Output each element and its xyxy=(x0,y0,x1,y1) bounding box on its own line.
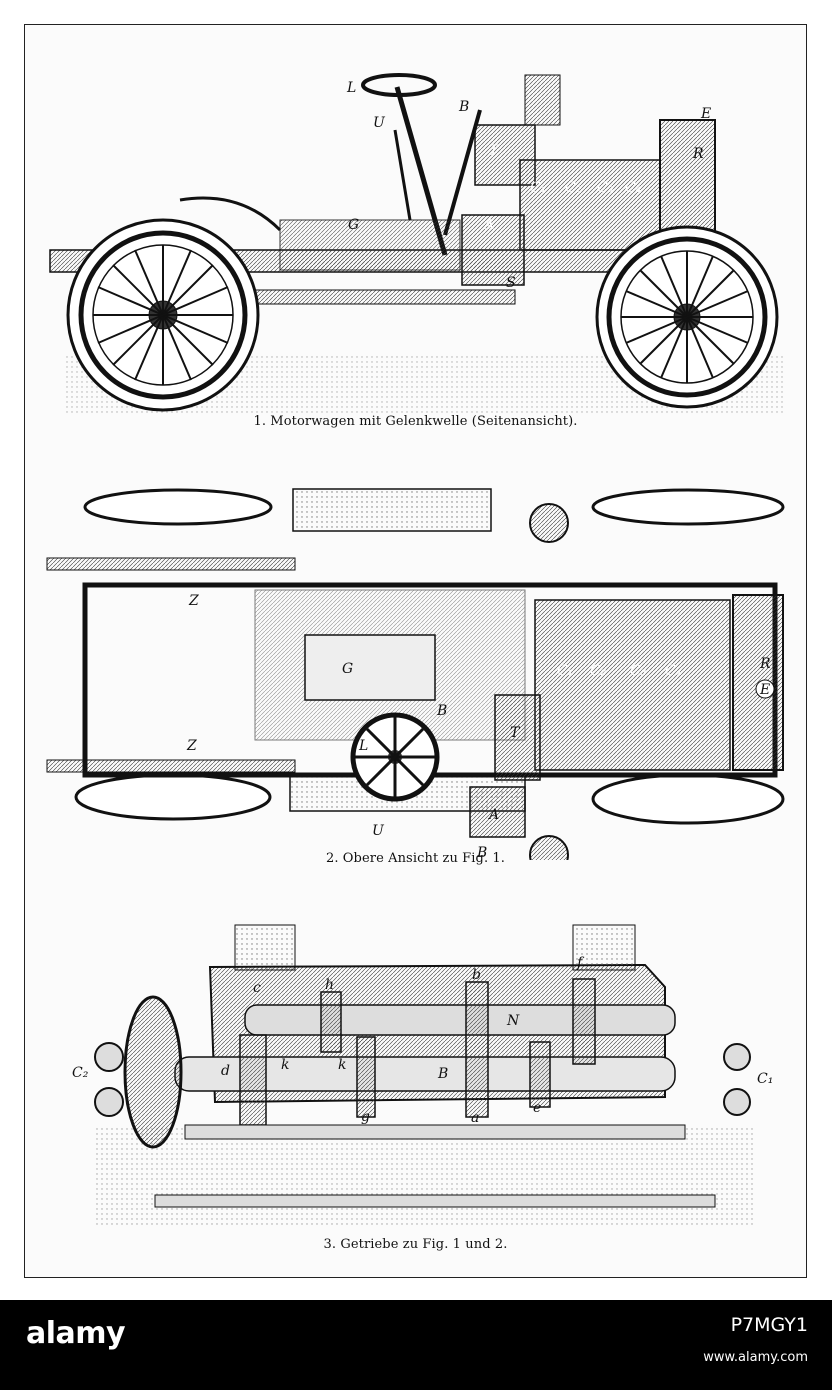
figure-2-top-view: Z Z G L T A U B B R E C₁ C₂ C₃ C₄ xyxy=(25,475,806,860)
label-B-lower: B xyxy=(476,845,487,860)
figure-1-drawing: L U B E R T A G S C₁ C₂ C₃ C₄ xyxy=(49,73,785,415)
label-R: R xyxy=(759,656,771,672)
label-b: b xyxy=(472,967,481,983)
figure-3-drawing: C₂ C₁ c h b f N d k k B g a e xyxy=(72,924,773,1227)
label-Z-lower: Z xyxy=(186,738,197,754)
label-C4: C₄ xyxy=(625,180,642,196)
label-k-right: k xyxy=(338,1057,346,1073)
label-L: L xyxy=(358,738,368,754)
figure-3-gearbox: C₂ C₁ c h b f N d k k B g a e xyxy=(25,897,806,1237)
label-e: e xyxy=(533,1100,541,1116)
label-B: B xyxy=(458,99,469,115)
label-B: B xyxy=(437,1066,448,1082)
plate-frame: L U B E R T A G S C₁ C₂ C₃ C₄ 1. Motorwa… xyxy=(24,24,807,1278)
label-S: S xyxy=(506,275,516,291)
label-U: U xyxy=(373,115,386,131)
label-c: c xyxy=(253,980,261,996)
label-G: G xyxy=(348,217,359,233)
label-C3: C₃ xyxy=(630,663,647,679)
label-f: f xyxy=(576,955,585,971)
label-A: A xyxy=(487,807,499,823)
label-C2: C₂ xyxy=(72,1065,89,1081)
label-C2: C₂ xyxy=(590,663,607,679)
site-url: www.alamy.com xyxy=(703,1350,808,1365)
label-T: T xyxy=(489,143,500,159)
label-C1: C₁ xyxy=(557,663,573,679)
label-C1: C₁ xyxy=(757,1071,773,1087)
label-C2: C₂ xyxy=(565,180,582,196)
label-C3: C₃ xyxy=(597,180,614,196)
alamy-logo: alamy xyxy=(26,1316,126,1351)
label-E: E xyxy=(759,682,770,698)
label-h: h xyxy=(325,977,334,993)
label-B-upper: B xyxy=(436,703,447,719)
label-L: L xyxy=(346,80,356,96)
label-C4: C₄ xyxy=(665,663,682,679)
figure-2-caption: 2. Obere Ansicht zu Fig. 1. xyxy=(325,851,506,866)
label-E: E xyxy=(700,106,711,122)
label-R: R xyxy=(692,146,704,162)
label-k-left: k xyxy=(281,1057,289,1073)
figure-3-caption: 3. Getriebe zu Fig. 1 und 2. xyxy=(323,1237,508,1252)
label-Z-upper: Z xyxy=(188,593,199,609)
figure-1-side-view: L U B E R T A G S C₁ C₂ C₃ C₄ xyxy=(25,25,806,435)
label-g: g xyxy=(361,1109,370,1125)
label-G: G xyxy=(342,661,353,677)
label-d: d xyxy=(221,1063,230,1079)
label-N: N xyxy=(506,1013,520,1029)
label-a: a xyxy=(471,1110,479,1126)
label-U: U xyxy=(372,823,385,839)
label-T: T xyxy=(510,725,521,741)
label-A: A xyxy=(482,217,494,233)
label-C1: C₁ xyxy=(530,180,546,196)
image-id: P7MGY1 xyxy=(730,1314,808,1336)
figure-2-drawing: Z Z G L T A U B B R E C₁ C₂ C₃ C₄ xyxy=(46,488,785,860)
figure-1-caption: 1. Motorwagen mit Gelenkwelle (Seitenans… xyxy=(253,414,578,429)
watermark-footer: alamy P7MGY1 www.alamy.com xyxy=(0,1300,832,1390)
